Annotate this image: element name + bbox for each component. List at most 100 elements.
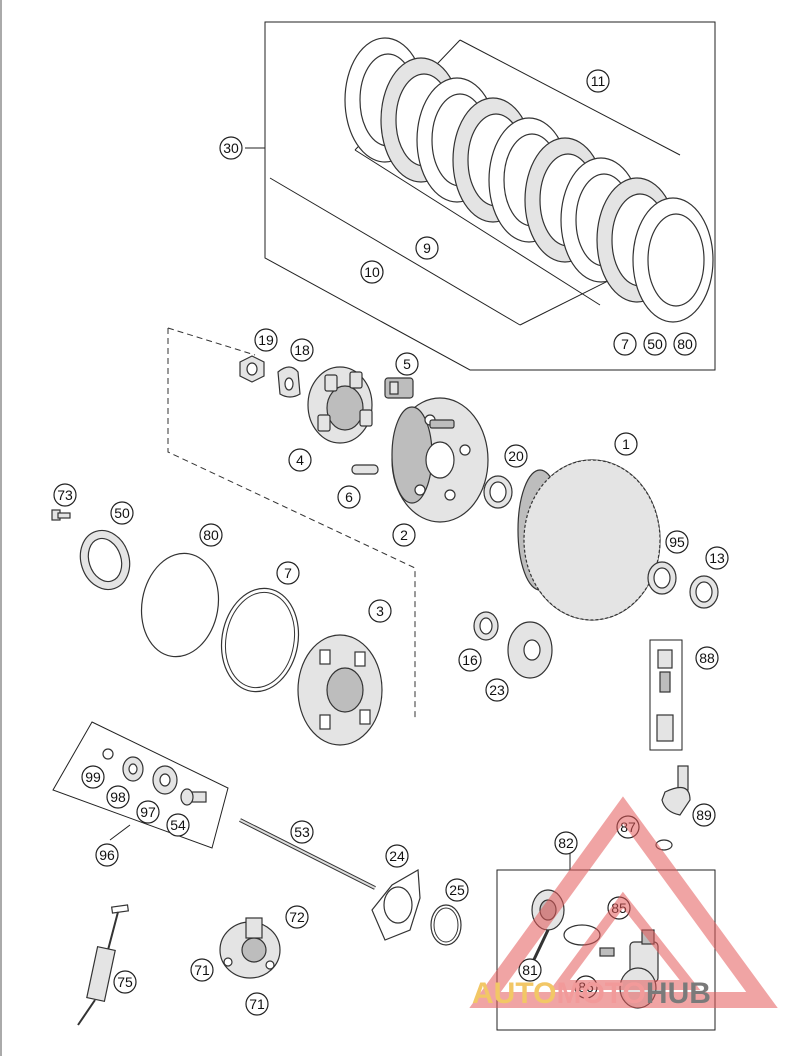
callout-20: 20 [504, 444, 528, 468]
callout-label: 7 [284, 565, 292, 581]
callout-24: 24 [385, 844, 409, 868]
callout-9: 9 [415, 236, 439, 260]
inner-hub-2 [391, 397, 489, 523]
callout-label: 19 [258, 332, 274, 348]
inner-clutch-dashed-frame [167, 327, 416, 720]
callout-label: 54 [170, 817, 186, 833]
bushing-16 [473, 611, 499, 641]
callout-label: 82 [558, 835, 574, 851]
callout-6: 6 [337, 485, 361, 509]
callout-1: 1 [614, 432, 638, 456]
callout-label: 95 [669, 534, 685, 550]
callout-label: 72 [289, 909, 305, 925]
pressure-cap-4 [307, 366, 373, 444]
callout-circle [395, 352, 419, 376]
callout-label: 9 [423, 240, 431, 256]
callout-circle [81, 765, 105, 789]
callout-circle [368, 599, 392, 623]
callout-54: 54 [166, 813, 190, 837]
callout-label: 71 [249, 996, 265, 1012]
callout-label: 30 [223, 140, 239, 156]
callout-circle [245, 992, 269, 1016]
watermark-triangle-outer [469, 796, 778, 1008]
callout-label: 10 [364, 264, 380, 280]
callout-71: 71 [190, 958, 214, 982]
callout-88: 88 [695, 646, 719, 670]
callout-circle [113, 970, 137, 994]
callout-label: 81 [522, 962, 538, 978]
bearing-kit-frame-96 [52, 721, 229, 849]
callout-circle [106, 785, 130, 809]
callout-label: 3 [376, 603, 384, 619]
callout-circle [288, 448, 312, 472]
callout-label: 20 [508, 448, 524, 464]
callout-73: 73 [53, 483, 77, 507]
callout-circle [290, 338, 314, 362]
callout-circle [614, 432, 638, 456]
callout-7: 7 [613, 332, 637, 356]
callout-circle [199, 523, 223, 547]
screw-73 [51, 509, 71, 521]
callout-circle [285, 905, 309, 929]
callout-circle [554, 831, 578, 855]
callout-label: 1 [622, 436, 630, 452]
gasket-24 [371, 869, 421, 941]
callout-11: 11 [586, 69, 610, 93]
callout-72: 72 [285, 905, 309, 929]
callout-label: 97 [140, 804, 156, 820]
callout-circle [337, 485, 361, 509]
callout-label: 98 [110, 789, 126, 805]
callout-circle [53, 483, 77, 507]
callout-95: 95 [665, 530, 689, 554]
callout-label: 96 [99, 847, 115, 863]
callout-71: 71 [245, 992, 269, 1016]
callout-label: 18 [294, 342, 310, 358]
callout-circle [613, 332, 637, 356]
callout-75: 75 [113, 970, 137, 994]
pin-6 [351, 464, 379, 475]
callout-4: 4 [288, 448, 312, 472]
callout-label: 80 [203, 527, 219, 543]
callout-circle [692, 803, 716, 827]
callout-label: 71 [194, 962, 210, 978]
callout-18: 18 [290, 338, 314, 362]
callout-99: 99 [81, 765, 105, 789]
callout-circle [705, 546, 729, 570]
callout-96: 96 [95, 843, 119, 867]
thrust-washer-20 [483, 475, 513, 509]
damper-5 [384, 377, 414, 399]
callout-13: 13 [705, 546, 729, 570]
callout-circle [458, 648, 482, 672]
needle-bearing-50 [79, 529, 131, 591]
nut-19 [239, 355, 265, 383]
callout-circle [95, 843, 119, 867]
watermark-text-moto: MOTO [556, 977, 645, 1010]
callout-circle [695, 646, 719, 670]
callout-25: 25 [445, 878, 469, 902]
callout-label: 73 [57, 487, 73, 503]
callout-circle [219, 136, 243, 160]
callout-3: 3 [368, 599, 392, 623]
callout-circle [276, 561, 300, 585]
callout-label: 50 [647, 336, 663, 352]
outer-clutch-basket-1 [517, 459, 661, 621]
callout-circle [586, 69, 610, 93]
callout-50: 50 [643, 332, 667, 356]
grease-syringe-75 [77, 904, 130, 1026]
callout-circle [518, 958, 542, 982]
callout-23: 23 [485, 678, 509, 702]
callout-circle [665, 530, 689, 554]
callout-82: 82 [554, 831, 578, 855]
spacer-13 [689, 575, 719, 609]
callout-19: 19 [254, 328, 278, 352]
lock-washer-18 [277, 366, 301, 398]
wire-ring-7 [220, 587, 300, 693]
o-ring-25 [430, 904, 462, 946]
callout-label: 2 [400, 527, 408, 543]
callout-label: 99 [85, 769, 101, 785]
callout-label: 11 [591, 73, 606, 89]
callout-circle [110, 501, 134, 525]
callout-53: 53 [290, 820, 314, 844]
callout-circle [190, 958, 214, 982]
